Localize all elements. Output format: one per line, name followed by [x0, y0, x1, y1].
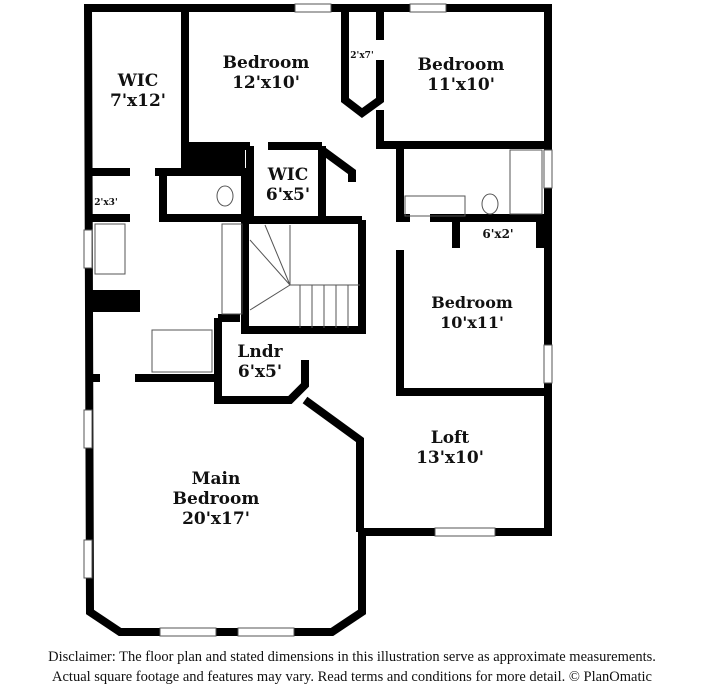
toilet — [216, 185, 234, 207]
room-name: Bedroom — [418, 55, 505, 75]
vanity — [221, 223, 243, 315]
vanity — [404, 195, 466, 217]
room-dims: 6'x5' — [238, 362, 282, 382]
window — [83, 229, 93, 269]
room-dims: 13'x10' — [416, 448, 484, 468]
window — [434, 527, 496, 537]
window — [543, 149, 553, 189]
room-name: Bedroom — [173, 489, 260, 509]
room-dims: 20'x17' — [182, 509, 250, 529]
window — [237, 627, 295, 637]
wall — [302, 396, 364, 532]
bathtub — [151, 329, 213, 373]
wall — [376, 110, 548, 222]
room-labels: WIC 7'x12' Bedroom 12'x10' 2'x7' Bedroom… — [94, 51, 513, 529]
window — [83, 539, 93, 579]
window — [543, 344, 553, 384]
room-dims: 6'x2' — [482, 227, 513, 241]
shower — [94, 223, 126, 275]
room-dims: 11'x10' — [427, 75, 495, 95]
chase-block — [185, 146, 245, 172]
stair-treads — [249, 224, 360, 328]
disclaimer-line: Actual square footage and features may v… — [52, 669, 652, 685]
disclaimer-line: Disclaimer: The floor plan and stated di… — [48, 649, 656, 665]
windows — [83, 3, 553, 637]
bathtub — [509, 149, 543, 215]
floor-plan: WIC 7'x12' Bedroom 12'x10' 2'x7' Bedroom… — [83, 3, 553, 637]
room-name: Main — [192, 469, 241, 489]
toilet — [481, 193, 499, 215]
window — [409, 3, 447, 13]
disclaimer: Disclaimer: The floor plan and stated di… — [0, 647, 704, 687]
room-dims: 10'x11' — [440, 313, 504, 332]
room-name: Loft — [431, 428, 470, 448]
room-dims: 7'x12' — [110, 91, 166, 111]
fixtures — [94, 149, 543, 373]
wall — [241, 220, 366, 334]
room-name: Bedroom — [223, 53, 310, 73]
wall — [341, 8, 384, 118]
walls — [83, 3, 552, 636]
window — [294, 3, 332, 13]
room-dims: 12'x10' — [232, 73, 300, 93]
wall — [214, 314, 309, 404]
wall — [396, 222, 548, 396]
room-dims: 2'x7' — [350, 51, 373, 61]
room-name: WIC — [267, 165, 309, 185]
room-name: WIC — [117, 71, 159, 91]
room-name: Lndr — [237, 342, 283, 362]
room-dims: 2'x3' — [94, 198, 117, 208]
room-dims: 6'x5' — [266, 185, 310, 205]
window — [83, 409, 93, 449]
room-name: Bedroom — [431, 293, 513, 312]
wall — [246, 146, 362, 224]
window — [159, 627, 217, 637]
chase-block — [88, 290, 140, 312]
